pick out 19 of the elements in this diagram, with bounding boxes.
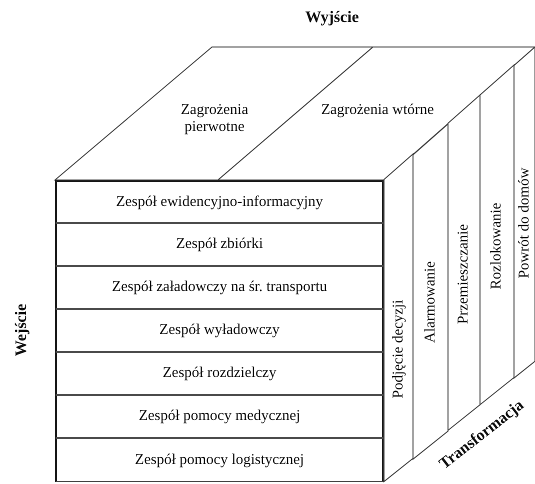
column-label: Przemieszczanie [456,224,472,324]
axis-label: Wyjście [305,9,359,27]
panel-label: Zagrożenia wtórne [320,102,435,118]
row-label: Zespół pomocy logistycznej [134,452,304,468]
side-face-column [384,154,413,482]
column-label: Rozlokowanie [488,202,506,290]
row-label: Zespół rozdzielczy [162,365,276,382]
row-label: Zespół wyładowczy [159,322,280,339]
axis-label: Wejście [13,304,31,356]
column-label: Alarmowanie [422,261,439,343]
side-face-column [514,46,535,378]
row-label: Zespół zbiórki [176,236,264,253]
row-label: Zespół pomocy medycznej [138,408,300,425]
column-label: Powrót do domów [516,167,533,278]
table-row [55,180,384,223]
row-label: Zespół ewidencyjno-informacyjny [116,194,324,210]
row-label: Zespół załadowczy na śr. transportu [112,279,328,296]
column-label: Podjęcie decyzji [390,299,407,398]
panel-label: Zagrożenia pierwotne [180,102,250,136]
